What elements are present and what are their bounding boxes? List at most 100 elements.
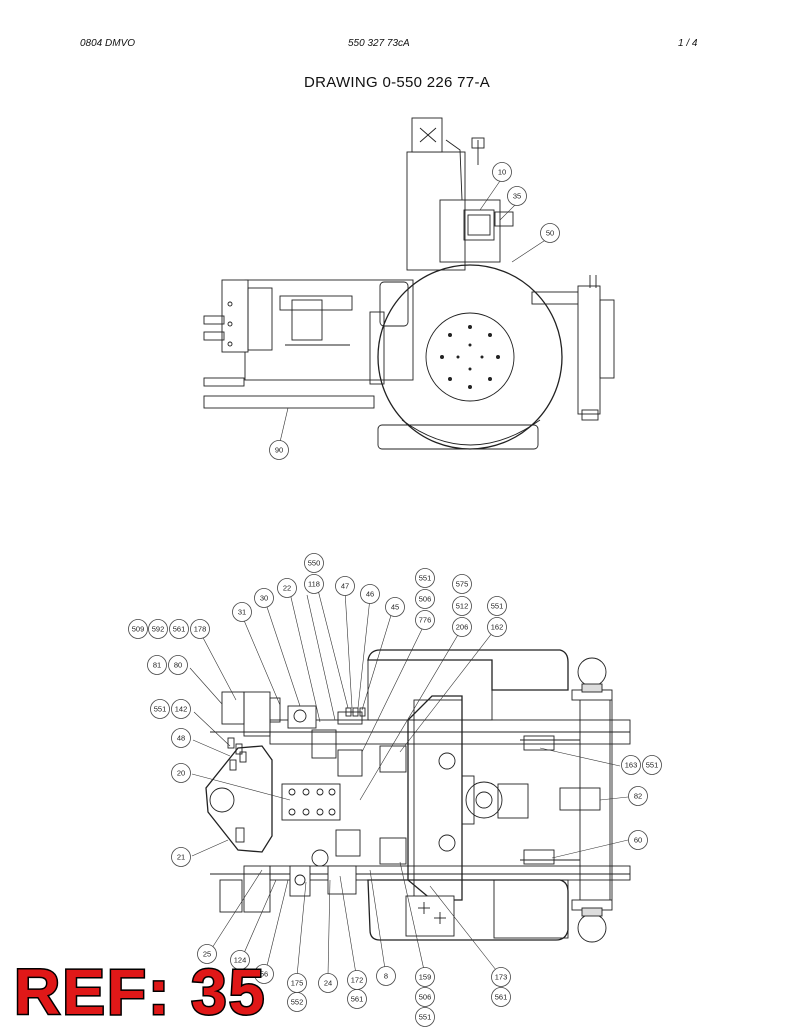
bottom-callout-circle (452, 617, 472, 637)
bottom-callout-19: 178 (190, 619, 210, 639)
bottom-callout-label: 551 (646, 761, 659, 770)
bottom-callout-13: 206 (452, 617, 472, 637)
bottom-callout-label: 551 (491, 602, 504, 611)
header-page-number: 1 / 4 (678, 38, 698, 49)
bottom-callout-circle (360, 584, 380, 604)
bottom-callout-34: 175 (287, 973, 307, 993)
bottom-callout-25: 20 (171, 763, 191, 783)
bottom-callout-circle (415, 610, 435, 630)
bottom-callout-label: 561 (495, 993, 508, 1002)
top-callout-label: 35 (513, 192, 521, 201)
plan-view (189, 589, 631, 977)
bottom-callout-circle (628, 786, 648, 806)
bottom-callout-23: 142 (171, 699, 191, 719)
bottom-callout-36: 24 (318, 973, 338, 993)
bottom-callout-27: 163 (621, 755, 641, 775)
bottom-callout-label: 172 (351, 976, 364, 985)
top-callout-circle (269, 440, 289, 460)
bottom-callout-17: 592 (148, 619, 168, 639)
header-doc-code: 0804 DMVO (80, 38, 136, 49)
bottom-callout-21: 80 (168, 655, 188, 675)
bottom-callout-circle (385, 597, 405, 617)
bottom-callout-circle (347, 989, 367, 1009)
bottom-callout-circle (197, 944, 217, 964)
bottom-callout-circle (277, 578, 297, 598)
top-callout-0: 10 (492, 162, 512, 182)
bottom-callout-circle (628, 830, 648, 850)
bottom-callout-label: 550 (308, 559, 321, 568)
bottom-callout-37: 172 (347, 970, 367, 990)
bottom-callout-label: 552 (291, 998, 304, 1007)
bottom-callout-0: 550 (304, 553, 324, 573)
bottom-callout-22: 551 (150, 699, 170, 719)
bottom-callout-label: 25 (203, 950, 211, 959)
bottom-callout-32: 124 (230, 950, 250, 970)
bottom-callout-label: 551 (419, 574, 432, 583)
bottom-callout-label: 509 (132, 625, 145, 634)
bottom-callout-9: 506 (415, 589, 435, 609)
valve-block (281, 783, 341, 821)
bottom-callout-circle (491, 987, 511, 1007)
bottom-callout-circle (171, 728, 191, 748)
bottom-callout-label: 80 (174, 661, 182, 670)
bottom-callout-label: 118 (308, 580, 320, 589)
bottom-callout-label: 142 (175, 705, 188, 714)
bottom-callout-label: 506 (419, 993, 432, 1002)
bottom-callout-20: 81 (147, 655, 167, 675)
bottom-callout-label: 81 (153, 661, 161, 670)
bottom-callout-circle (128, 619, 148, 639)
bottom-callout-12: 512 (452, 596, 472, 616)
bottom-callout-14: 551 (487, 596, 507, 616)
bottom-callout-label: 20 (177, 769, 185, 778)
bottom-callout-label: 30 (260, 594, 268, 603)
bottom-callout-circle (415, 967, 435, 987)
bottom-callout-circle (318, 973, 338, 993)
bottom-callout-label: 163 (625, 761, 638, 770)
bottom-callout-11: 575 (452, 574, 472, 594)
bottom-callout-circle (148, 619, 168, 639)
bottom-callout-label: 506 (419, 595, 432, 604)
bottom-callout-40: 159 (415, 967, 435, 987)
bottom-callout-24: 48 (171, 728, 191, 748)
bottom-callout-label: 592 (152, 625, 165, 634)
bottom-callout-label: 175 (291, 979, 304, 988)
bottom-callout-label: 46 (366, 590, 374, 599)
bottom-callout-26: 21 (171, 847, 191, 867)
bottom-callout-43: 173 (491, 967, 511, 987)
bottom-callout-label: 48 (177, 734, 185, 743)
drawing-title: DRAWING 0-550 226 77-A (303, 74, 491, 91)
end-plate (577, 285, 601, 415)
bottom-callout-circle (491, 967, 511, 987)
top-callout-label: 50 (546, 229, 554, 238)
bottom-callout-circle (642, 755, 662, 775)
bottom-callout-circle (415, 589, 435, 609)
bottom-callout-circle (487, 617, 507, 637)
bottom-callout-circle (335, 576, 355, 596)
bottom-callout-circle (376, 966, 396, 986)
bottom-callout-circle (168, 655, 188, 675)
bottom-callout-label: 47 (341, 582, 349, 591)
bottom-callout-label: 512 (456, 602, 469, 611)
bottom-callout-38: 561 (347, 989, 367, 1009)
bottom-callout-circle (487, 596, 507, 616)
bottom-callout-42: 551 (415, 1007, 435, 1027)
callouts-bottom: 5501182230314746455515067765755122065511… (128, 553, 662, 1027)
bottom-callout-circle (621, 755, 641, 775)
bottom-callout-circle (147, 655, 167, 675)
bottom-callout-label: 575 (456, 580, 469, 589)
bottom-callout-label: 22 (283, 584, 291, 593)
bottom-callout-2: 22 (277, 578, 297, 598)
bottom-callout-4: 31 (232, 602, 252, 622)
top-callout-circle (492, 162, 512, 182)
bottom-callout-label: 206 (456, 623, 469, 632)
bottom-callout-circle (190, 619, 210, 639)
top-callout-circle (507, 186, 527, 206)
bottom-callout-circle (171, 699, 191, 719)
wheel-hub (425, 312, 515, 402)
bottom-callout-label: 56 (260, 970, 268, 979)
bottom-callout-circle (415, 987, 435, 1007)
bottom-callout-label: 551 (419, 1013, 432, 1022)
bottom-callout-circle (171, 763, 191, 783)
